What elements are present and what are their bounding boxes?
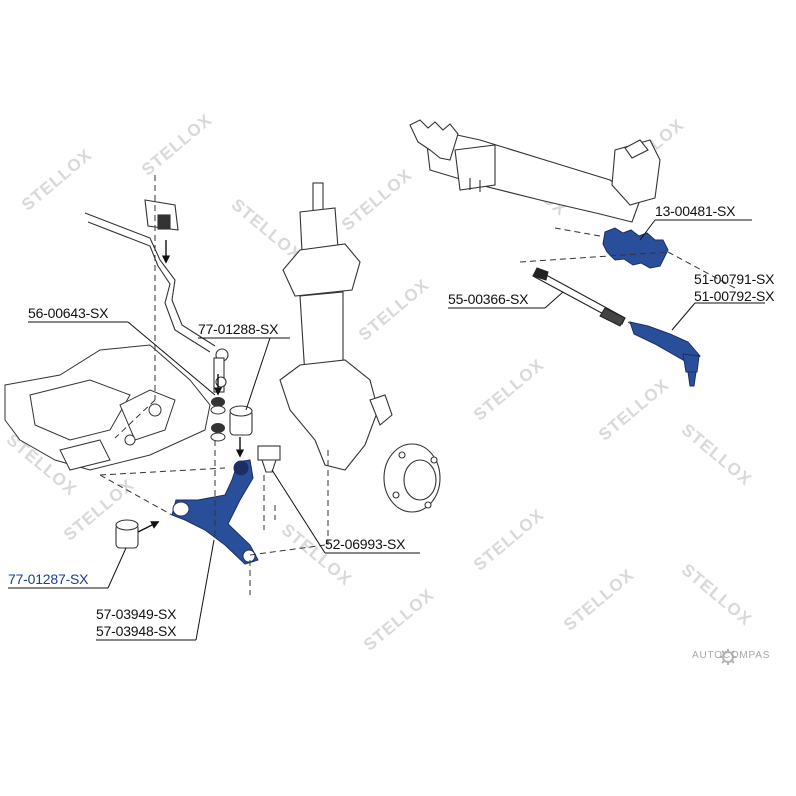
silent-block-upper	[229, 405, 253, 436]
ball-joint	[257, 445, 281, 473]
callout-51-00791[interactable]: 51-00791-SX	[694, 271, 775, 287]
stabilizer-bar	[84, 212, 216, 353]
tie-rod-end	[629, 321, 701, 387]
callout-77-01288[interactable]: 77-01288-SX	[198, 321, 279, 337]
rack-boot	[602, 227, 669, 269]
callout-51-00792[interactable]: 51-00792-SX	[694, 288, 775, 304]
subframe	[4, 344, 211, 471]
bushings	[210, 397, 226, 442]
callout-52-06993[interactable]: 52-06993-SX	[325, 536, 406, 552]
bar-bracket	[144, 199, 179, 231]
brand-text: AUTOCOMPAS	[692, 650, 771, 661]
callout-77-01287[interactable]: 77-01287-SX	[8, 571, 89, 587]
callout-57-03948[interactable]: 57-03948-SX	[96, 623, 177, 639]
gear-icon	[720, 649, 736, 665]
shock-strut	[279, 182, 393, 471]
steering-rack	[409, 119, 661, 223]
rear-bushing	[115, 519, 139, 549]
callout-56-00643[interactable]: 56-00643-SX	[28, 305, 109, 321]
callout-13-00481[interactable]: 13-00481-SX	[655, 203, 736, 219]
wheel-hub	[383, 443, 441, 513]
tie-rod	[532, 267, 626, 327]
callout-57-03949[interactable]: 57-03949-SX	[96, 606, 177, 622]
stabilizer-link	[213, 348, 229, 393]
callout-55-00366[interactable]: 55-00366-SX	[448, 291, 529, 307]
